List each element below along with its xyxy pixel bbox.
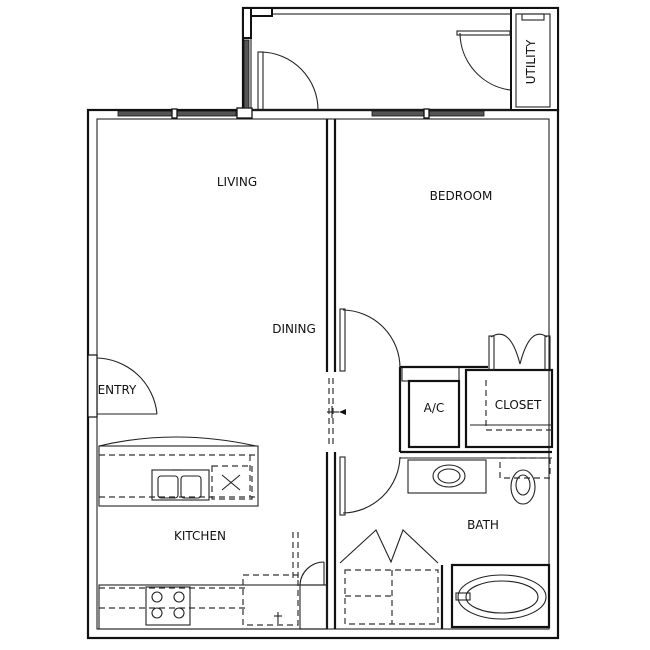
label-kitchen: KITCHEN <box>174 529 226 543</box>
label-closet: CLOSET <box>495 398 542 412</box>
bath-fixtures <box>344 457 551 625</box>
room-labels: LIVING DINING ENTRY KITCHEN BEDROOM A/C … <box>98 39 542 543</box>
doors <box>87 30 551 564</box>
label-utility: UTILITY <box>524 39 538 84</box>
exterior-walls <box>86 6 560 640</box>
label-dining: DINING <box>272 322 316 336</box>
label-entry: ENTRY <box>98 383 137 397</box>
interior-walls <box>325 119 554 629</box>
label-ac: A/C <box>424 401 445 415</box>
label-bath: BATH <box>467 518 499 532</box>
windows <box>117 39 485 119</box>
label-living: LIVING <box>217 175 257 189</box>
label-bedroom: BEDROOM <box>430 189 493 203</box>
kitchen-fixtures <box>98 436 328 630</box>
